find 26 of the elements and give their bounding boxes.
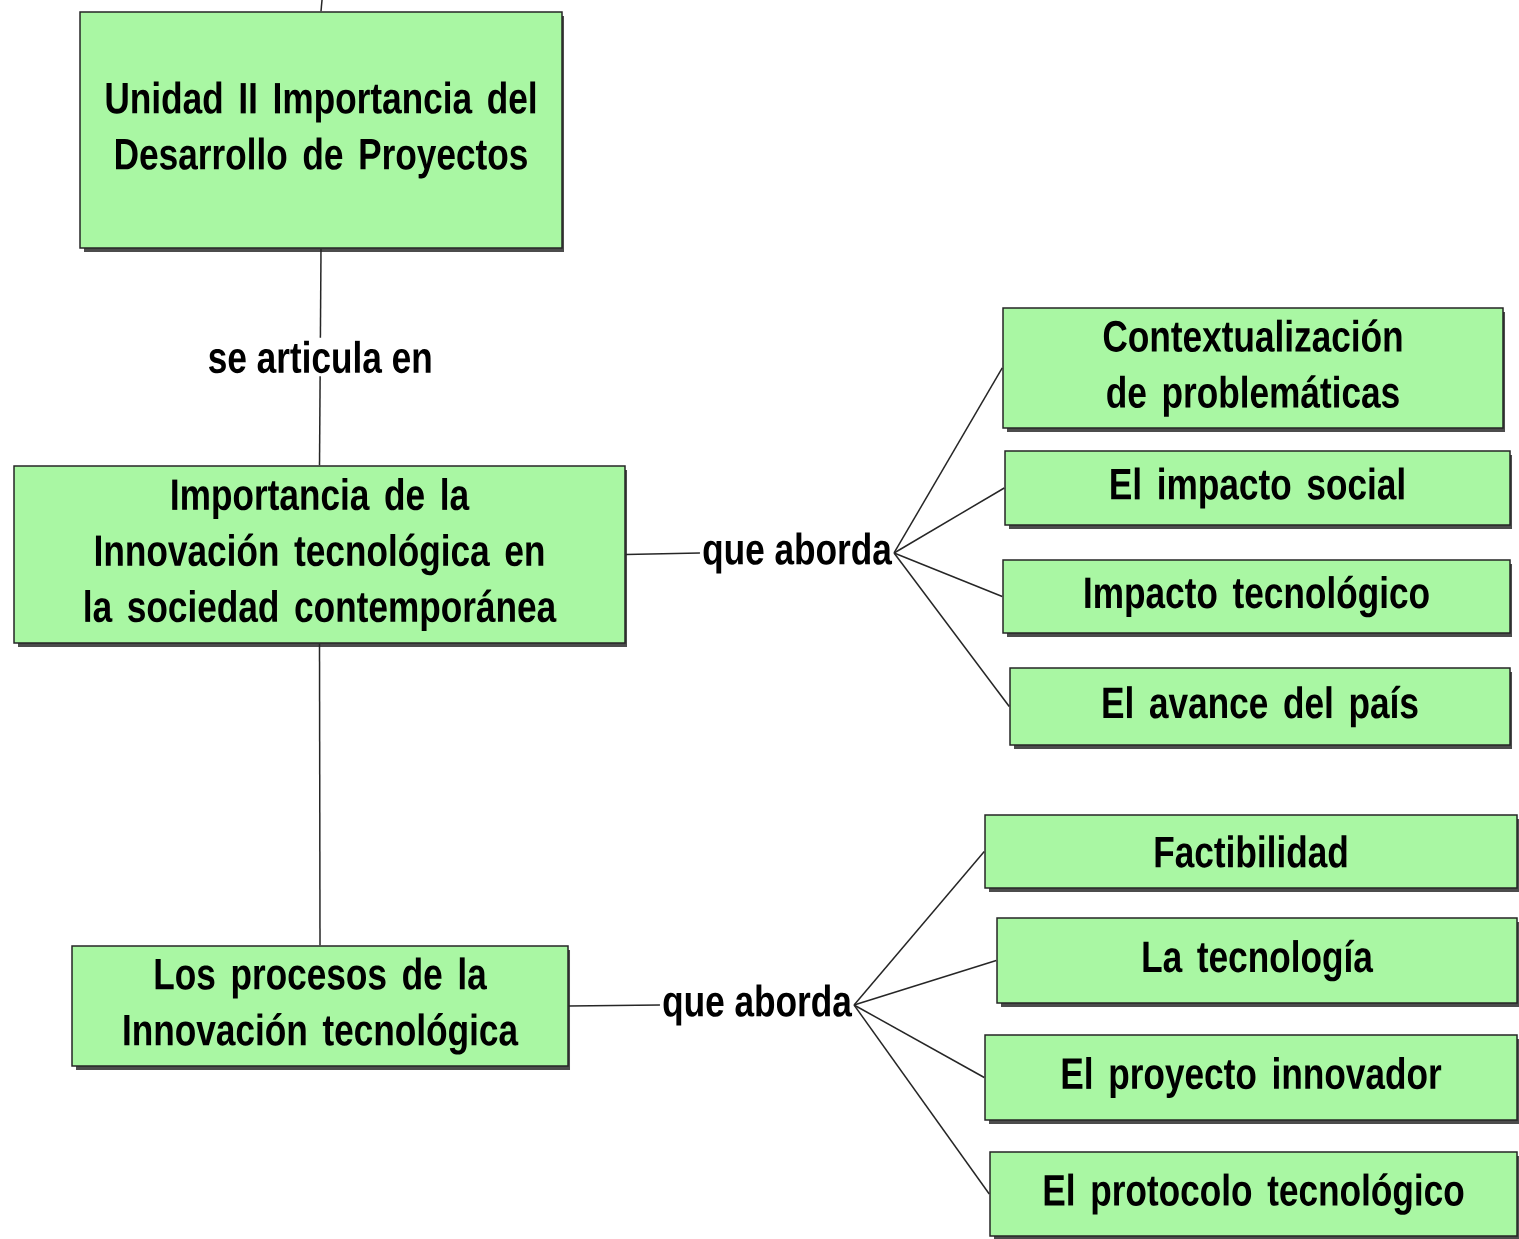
concept-box: Factibilidad bbox=[984, 814, 1519, 892]
concept-box: Unidad II Importancia del Desarrollo de Proyectos bbox=[79, 11, 564, 252]
connector-line bbox=[853, 1004, 985, 1079]
connector-line bbox=[893, 552, 1010, 708]
connector-line bbox=[320, 0, 323, 12]
connector-text: que aborda bbox=[663, 984, 853, 1026]
connector-line bbox=[318, 643, 321, 946]
edge-label: se articula en bbox=[204, 337, 436, 377]
concept-box: El impacto social bbox=[1004, 450, 1512, 529]
connector-text: que aborda bbox=[703, 532, 893, 574]
concept-box: El protocolo tecnológico bbox=[989, 1151, 1519, 1239]
connector-line bbox=[853, 959, 997, 1006]
connector-line bbox=[893, 487, 1005, 554]
connector-line bbox=[853, 850, 985, 1006]
concept-box: Los procesos de la Innovación tecnológica bbox=[71, 945, 570, 1070]
concept-box: La tecnología bbox=[996, 917, 1519, 1007]
connector-line bbox=[893, 552, 1003, 598]
concept-box: Impacto tecnológico bbox=[1002, 559, 1512, 637]
concept-box: El avance del país bbox=[1009, 667, 1512, 749]
connector-line bbox=[625, 552, 701, 556]
connector-line bbox=[853, 1004, 990, 1195]
concept-box: Importancia de la Innovación tecnológica en la sociedad contemporánea bbox=[13, 465, 627, 647]
connector-line bbox=[893, 367, 1003, 554]
concept-box: El proyecto innovador bbox=[984, 1034, 1519, 1124]
connector-line bbox=[568, 1004, 661, 1007]
concept-box: Contextualización de problemáticas bbox=[1002, 307, 1505, 432]
